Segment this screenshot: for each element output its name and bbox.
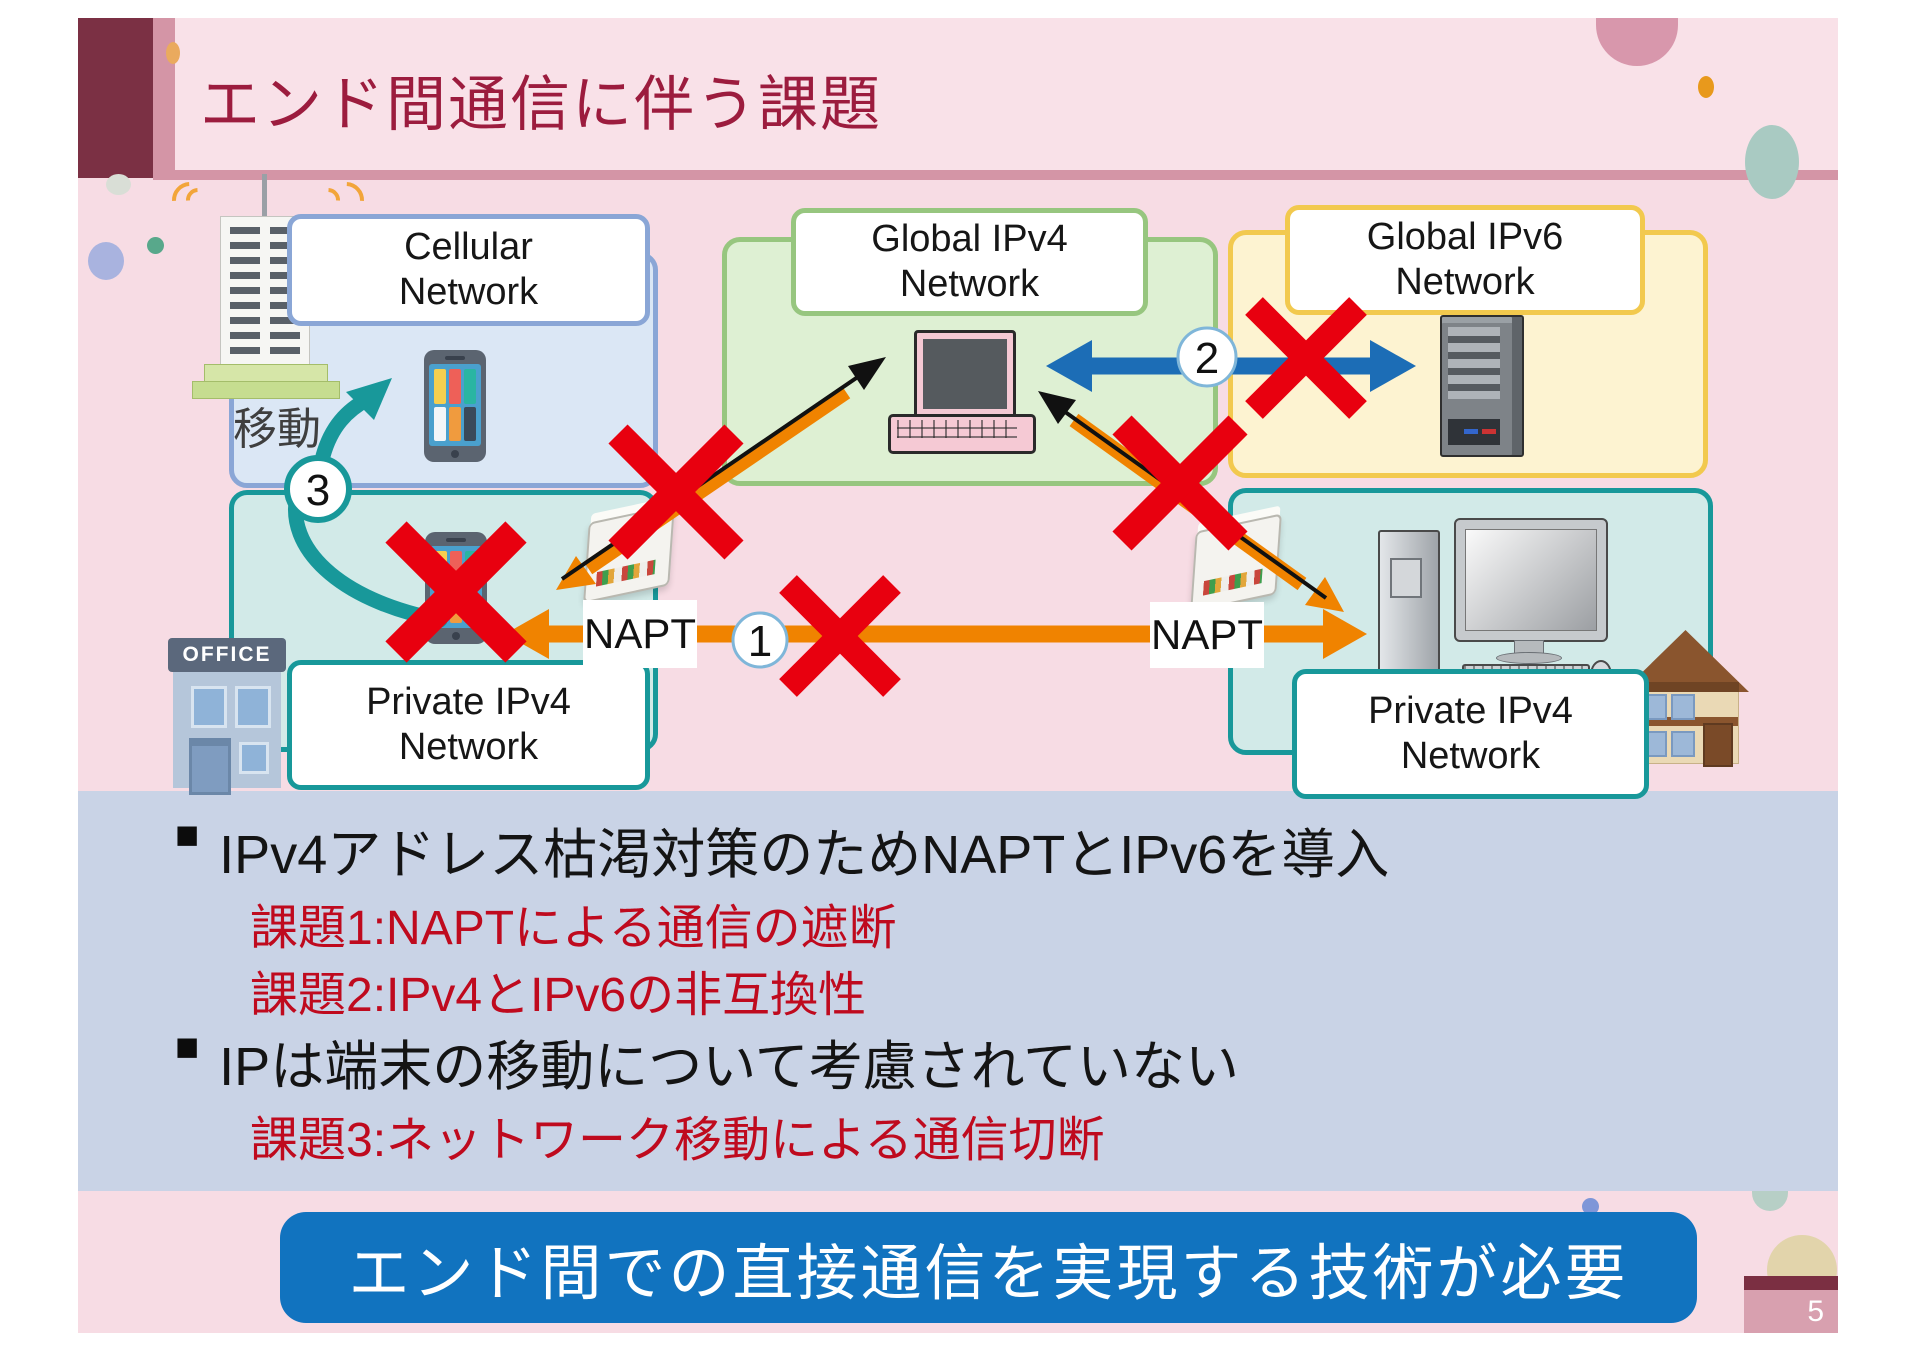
napt-label-left: NAPT	[583, 600, 697, 668]
issue-text: 課題1:NAPTによる通信の遮断	[250, 902, 897, 955]
issue-item: 課題1:NAPTによる通信の遮断	[250, 888, 897, 958]
bullet-section-background	[78, 791, 1838, 1191]
decor-dot-gray	[106, 174, 131, 195]
label-line: Network	[1400, 735, 1541, 777]
decor-halfcircle-teal-bottom	[1752, 1191, 1788, 1211]
laptop-icon	[888, 330, 1036, 460]
header-corner-block	[78, 18, 153, 178]
bullet-square-icon: ■	[175, 813, 200, 857]
header-rose-strip-horizontal	[153, 170, 1838, 180]
label-line: Global IPv4	[871, 218, 1068, 261]
pc-monitor	[1454, 518, 1608, 642]
page-number: 5	[1807, 1294, 1824, 1328]
label-line: Network	[398, 726, 539, 768]
page-number-tab-bar	[1744, 1276, 1838, 1290]
page-title: エンド間通信に伴う課題	[200, 71, 882, 138]
pc-tower	[1378, 530, 1440, 682]
office-sign: OFFICE	[168, 638, 286, 672]
issue-text: 課題2:IPv4とIPv6の非互換性	[250, 969, 867, 1022]
decor-dot-teal-small	[147, 237, 164, 254]
label-line: Private IPv4	[1368, 690, 1573, 733]
issue-item: 課題3:ネットワーク移動による通信切断	[250, 1100, 1105, 1170]
decor-dot-orange-topright	[1698, 76, 1714, 98]
issue-text: 課題3:ネットワーク移動による通信切断	[250, 1114, 1105, 1167]
move-label: 移動	[233, 405, 321, 454]
building-base	[192, 381, 340, 399]
smartphone-cellular-icon	[424, 350, 486, 462]
decor-dot-periwinkle	[88, 242, 124, 280]
bullet-item: ■ IPは端末の移動について考慮されていない	[175, 1022, 1239, 1101]
issue-item: 課題2:IPv4とIPv6の非互換性	[250, 955, 866, 1025]
antenna-mast	[262, 174, 267, 220]
decor-ellipse-teal-topright	[1745, 125, 1799, 199]
label-line: Private IPv4	[366, 681, 571, 724]
private-ipv4-left-label: Private IPv4 Network	[287, 660, 650, 790]
global-ipv4-network-label: Global IPv4 Network	[791, 208, 1148, 316]
label-line: Network	[1395, 261, 1535, 303]
smartphone-private-icon	[425, 532, 487, 644]
bullet-square-icon: ■	[175, 1025, 200, 1069]
label-line: Global IPv6	[1366, 216, 1564, 259]
header-band	[175, 18, 1838, 170]
office-building-icon: OFFICE	[168, 638, 286, 795]
bullet-text: IPv4アドレス枯渇対策のためNAPTとIPv6を導入	[219, 825, 1390, 885]
cellular-network-label: Cellular Network	[287, 214, 650, 326]
label-line: Network	[899, 263, 1040, 305]
label-line: Cellular	[404, 226, 533, 269]
bullet-item: ■ IPv4アドレス枯渇対策のためNAPTとIPv6を導入	[175, 810, 1389, 889]
private-ipv4-right-label: Private IPv4 Network	[1292, 669, 1649, 799]
page-number-tab: 5	[1744, 1290, 1838, 1333]
house-icon	[1622, 630, 1749, 767]
server-icon	[1440, 315, 1524, 457]
napt-label-right: NAPT	[1150, 602, 1264, 668]
decor-dot-periwinkle-bottom	[1582, 1198, 1599, 1215]
bullet-text: IPは端末の移動について考慮されていない	[219, 1037, 1239, 1097]
global-ipv6-network-label: Global IPv6 Network	[1285, 205, 1645, 315]
desktop-pc-icon	[1378, 518, 1612, 690]
decor-dot-orange	[166, 42, 180, 64]
conclusion-text: エンド間での直接通信を実現する技術が必要	[348, 1239, 1629, 1307]
label-line: Network	[398, 271, 539, 313]
conclusion-banner: エンド間での直接通信を実現する技術が必要	[280, 1212, 1697, 1323]
